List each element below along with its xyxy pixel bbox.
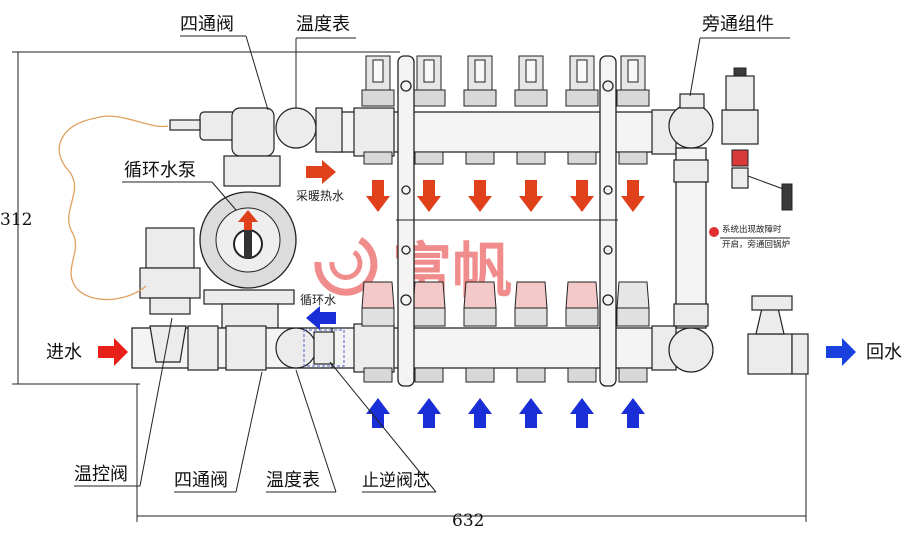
bypass-note-line1: 系统出现故障时 (722, 224, 782, 235)
heating-water-arrow (306, 160, 336, 184)
width-dimension: 632 (136, 372, 807, 531)
label-four-way-valve-top: 四通阀 (180, 14, 234, 35)
mix-flow-arrow (306, 306, 336, 330)
bypass-assembly: 系统出现故障时 开启，旁通回锅炉 (668, 67, 809, 375)
arrow-up-icon (621, 398, 645, 428)
flow-meter (412, 55, 446, 165)
label-check-valve-core: 止逆阀芯 (362, 471, 430, 491)
valve-cap (412, 281, 446, 383)
mixing-unit (58, 107, 345, 371)
return-valves (361, 281, 650, 383)
label-thermometer-top: 温度表 (296, 14, 350, 35)
arrow-down-icon (570, 180, 594, 212)
label-inlet: 进水 (46, 342, 82, 363)
label-return: 回水 (866, 342, 902, 363)
arrow-down-icon (468, 180, 492, 212)
return-manifold (329, 281, 677, 383)
label-thermostatic-valve: 温控阀 (74, 464, 128, 485)
return-arrows (366, 398, 645, 428)
arrow-up-icon (468, 398, 492, 428)
pump-flow-arrow (238, 210, 258, 230)
arrow-up-icon (417, 398, 441, 428)
label-four-way-valve-bottom: 四通阀 (174, 470, 228, 491)
valve-cap (463, 281, 497, 383)
supply-valves (361, 55, 650, 165)
valve-cap (565, 281, 599, 383)
inlet-arrow-icon (98, 338, 128, 366)
height-dimension: 312 (0, 51, 400, 385)
valve-cap (616, 281, 650, 383)
arrow-down-icon (519, 180, 543, 212)
arrow-up-icon (570, 398, 594, 428)
flow-meter (565, 55, 599, 165)
label-circulation-pump: 循环水泵 (124, 160, 196, 181)
label-bypass-assembly: 旁通组件 (702, 14, 774, 35)
bypass-note-line2: 开启，旁通回锅炉 (722, 239, 790, 250)
flow-meter (514, 55, 548, 165)
valve-cap (514, 281, 548, 383)
width-dim-label: 632 (452, 511, 484, 531)
label-circulating-water: 循环水 (300, 293, 336, 307)
flow-meter (361, 55, 395, 165)
valve-cap (361, 281, 395, 383)
supply-manifold (329, 55, 677, 165)
label-heating-hot-water: 采暖热水 (296, 189, 344, 203)
arrow-down-icon (417, 180, 441, 212)
thermostat-bulb-wire (58, 115, 169, 301)
return-arrow-icon (826, 338, 856, 366)
mounting-brackets (396, 55, 618, 387)
arrow-down-icon (621, 180, 645, 212)
flow-meter (616, 55, 650, 165)
leader-lines (74, 35, 790, 493)
arrow-up-icon (366, 398, 390, 428)
arrow-up-icon (519, 398, 543, 428)
flow-meter (463, 55, 497, 165)
label-thermometer-bottom: 温度表 (266, 470, 320, 491)
height-dim-label: 312 (0, 210, 32, 230)
arrow-down-icon (366, 180, 390, 212)
supply-arrows (366, 180, 645, 212)
